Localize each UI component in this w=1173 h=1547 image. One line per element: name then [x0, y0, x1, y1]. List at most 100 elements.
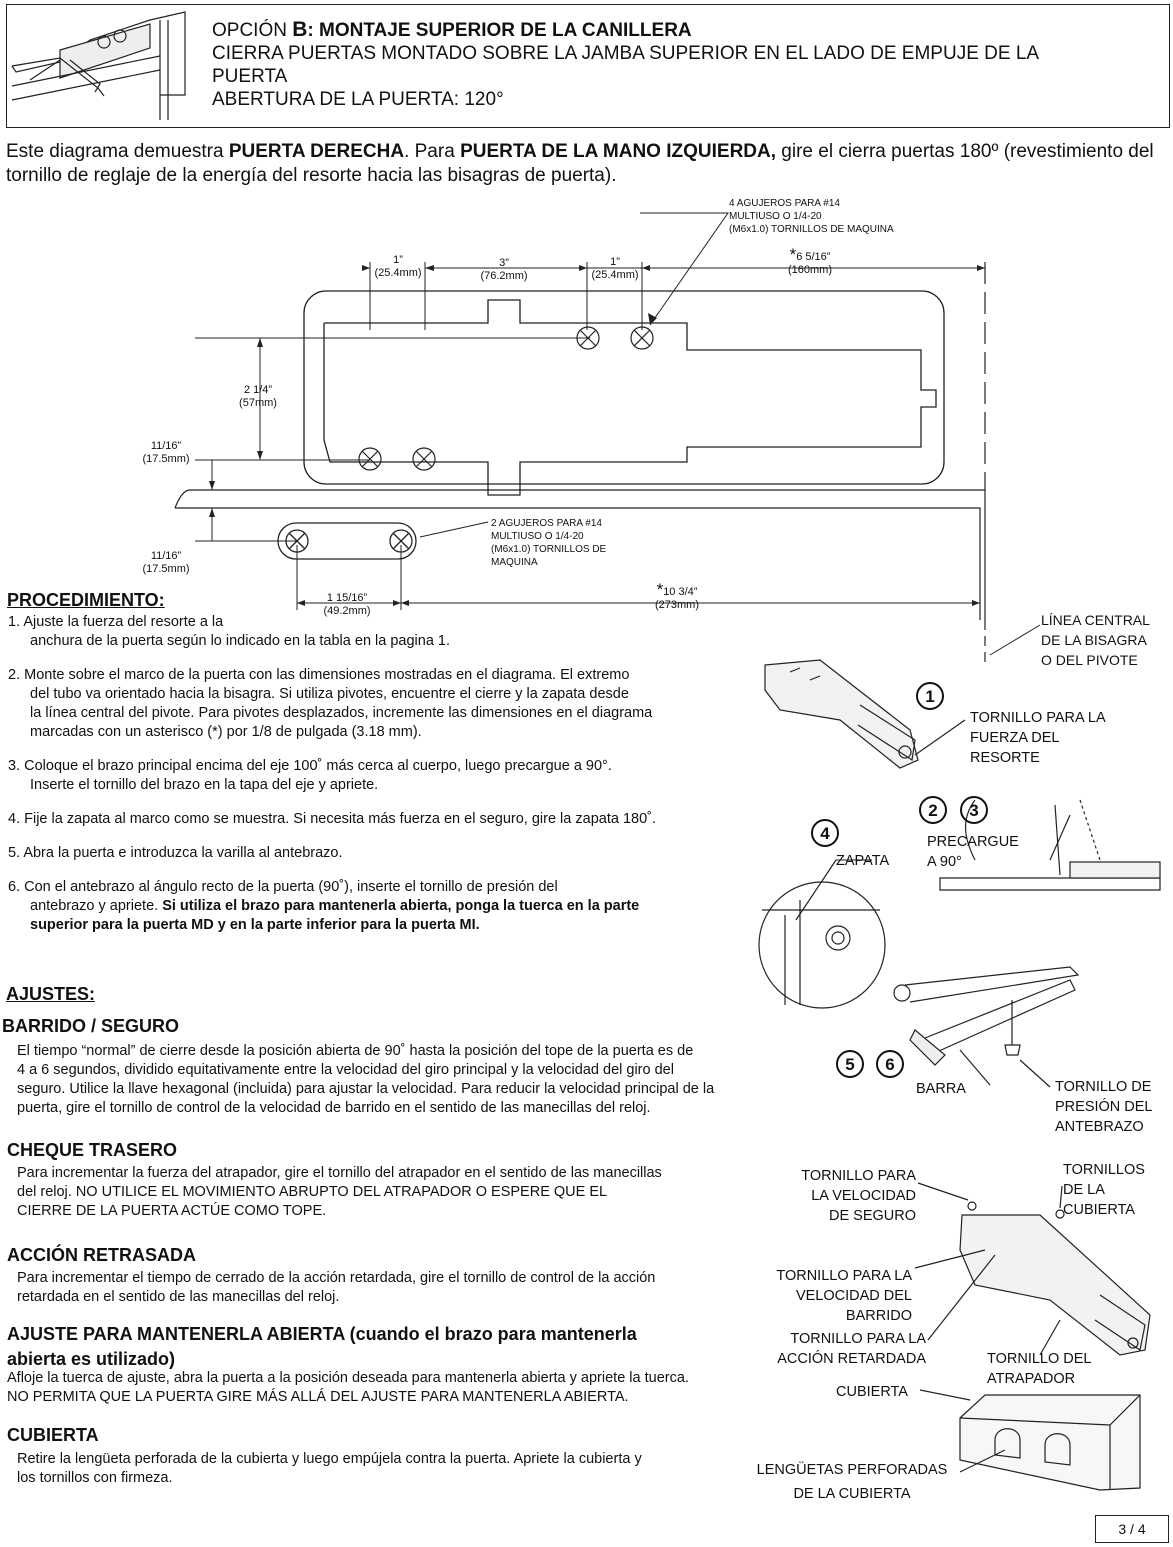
- dim-value: 2 1/4”: [243, 384, 273, 396]
- dim-value: 6 5/16”: [796, 251, 831, 263]
- note-bottom-line: (M6x1.0) TORNILLOS DE: [491, 544, 607, 555]
- label-line: A 90°: [927, 854, 962, 870]
- template-outline: [303, 290, 945, 496]
- step-2-line: 2. Monte sobre el marco de la puerta con…: [8, 667, 630, 683]
- body-line: del reloj. NO UTILICE EL MOVIMIENTO ABRU…: [17, 1184, 608, 1200]
- asterisk: *: [789, 245, 797, 264]
- asterisk: *: [656, 580, 664, 599]
- step-3-line: Inserte el tornillo del brazo en la tapa…: [30, 777, 379, 793]
- body-line: 4 a 6 segundos, dividido equitativamente…: [17, 1062, 674, 1078]
- dim-11-16in-top: 11/16”(17.5mm): [136, 440, 196, 466]
- option-letter: B: [292, 18, 308, 41]
- header-closer-illustration: [11, 11, 186, 120]
- label-line: ANTEBRAZO: [1055, 1119, 1144, 1135]
- header-line-4: ABERTURA DE LA PUERTA: 120°: [212, 89, 504, 110]
- label-delayed-action: TORNILLO PARA LA ACCIÓN RETARDADA: [752, 1329, 926, 1369]
- dim-3in: 3”(76.2mm): [472, 257, 536, 283]
- label-line: LA VELOCIDAD: [811, 1188, 916, 1204]
- label-cover: CUBIERTA: [836, 1384, 908, 1400]
- note-top-line: 4 AGUJEROS PARA #14: [729, 198, 840, 209]
- dim-value: 1”: [393, 254, 403, 266]
- note-bottom-line: MAQUINA: [491, 557, 538, 568]
- intro-paragraph: Este diagrama demuestra PUERTA DERECHA. …: [6, 140, 1156, 188]
- label-line: TORNILLO PARA LA: [776, 1268, 912, 1284]
- label-line: TORNILLO PARA: [801, 1168, 916, 1184]
- note-two-holes: 2 AGUJEROS PARA #14 MULTIUSO O 1/4-20 (M…: [491, 517, 606, 569]
- step-2-line: marcadas con un asterisco (*) por 1/8 de…: [30, 724, 422, 740]
- dim-11-16in-bottom: 11/16”(17.5mm): [136, 550, 196, 576]
- delay-body: Para incrementar el tiempo de cerrado de…: [17, 1269, 777, 1307]
- centerline-line: DE LA BISAGRA: [1041, 632, 1147, 648]
- option-prefix: OPCIÓN: [212, 20, 293, 41]
- dim-value: (160mm): [787, 264, 832, 276]
- option-title: : MONTAJE SUPERIOR DE LA CANILLERA: [307, 20, 692, 41]
- step-number-5: 5: [836, 1050, 864, 1078]
- label-latch-speed: TORNILLO PARA LA VELOCIDAD DE SEGURO: [780, 1166, 916, 1226]
- dim-value: (273mm): [654, 599, 699, 611]
- label-line: DE LA CUBIERTA: [793, 1486, 911, 1502]
- label-line: ATRAPADOR: [987, 1371, 1076, 1387]
- dim-value: 1”: [610, 256, 620, 268]
- shoe-slot: [277, 522, 417, 560]
- dim-value: 1 15/16”: [326, 592, 368, 604]
- dim-6-5-16in: *6 5/16”(160mm): [774, 245, 846, 277]
- header-title-block: OPCIÓN B: MONTAJE SUPERIOR DE LA CANILLE…: [212, 18, 1039, 111]
- step-number-2: 2: [919, 796, 947, 824]
- procedure-steps: 1. Ajuste la fuerza del resorte a la anc…: [8, 613, 768, 935]
- dim-1-15-16in: 1 15/16”(49.2mm): [316, 592, 378, 618]
- dim-value: (57mm): [239, 397, 277, 409]
- fig1-closer-body: [764, 659, 966, 769]
- dimension-arrowheads: [209, 265, 985, 606]
- header-line-3: PUERTA: [212, 66, 288, 87]
- intro-text-1: Este diagrama demuestra: [6, 141, 229, 162]
- intro-bold-right-door: PUERTA DERECHA: [228, 141, 405, 162]
- step-6-bold: superior para la puerta MD y en la parte…: [30, 917, 480, 933]
- backcheck-body: Para incrementar la fuerza del atrapador…: [17, 1164, 777, 1221]
- body-line: los tornillos con firmeza.: [17, 1470, 173, 1486]
- dim-value: 11/16”: [150, 440, 182, 452]
- centerline-label: LÍNEA CENTRAL DE LA BISAGRA O DEL PIVOTE: [1041, 610, 1150, 670]
- note-bottom-line: 2 AGUJEROS PARA #14: [491, 518, 602, 529]
- header-line-2: CIERRA PUERTAS MONTADO SOBRE LA JAMBA SU…: [212, 43, 1040, 64]
- heading-line: AJUSTE PARA MANTENERLA ABIERTA (cuando e…: [7, 1324, 637, 1344]
- dim-value: (49.2mm): [323, 605, 371, 617]
- centerline-line: LÍNEA CENTRAL: [1041, 612, 1150, 628]
- adjustments-title: AJUSTES:: [6, 984, 96, 1004]
- body-line: Afloje la tuerca de ajuste, abra la puer…: [7, 1370, 689, 1386]
- step-1-line: 1. Ajuste la fuerza del resorte a la: [8, 614, 224, 630]
- fig4-shoe-detail: [758, 859, 886, 1009]
- dim-value: (76.2mm): [480, 270, 528, 282]
- body-line: Para incrementar el tiempo de cerrado de…: [17, 1270, 656, 1286]
- label-line: FUERZA DEL: [970, 730, 1060, 746]
- label-line: BARRIDO: [845, 1308, 912, 1324]
- step-number-4: 4: [811, 819, 839, 847]
- label-line: DE SEGURO: [828, 1208, 916, 1224]
- step-5: 5. Abra la puerta e introduzca la varill…: [8, 845, 343, 861]
- hold-open-body: Afloje la tuerca de ajuste, abra la puer…: [7, 1369, 807, 1407]
- step-number-6: 6: [876, 1050, 904, 1078]
- hold-open-heading: AJUSTE PARA MANTENERLA ABIERTA (cuando e…: [7, 1322, 637, 1372]
- label-line: ACCIÓN RETARDADA: [777, 1351, 926, 1367]
- step-number-1: 1: [916, 682, 944, 710]
- label-line: TORNILLO PARA LA: [790, 1331, 926, 1347]
- label-line: RESORTE: [970, 750, 1040, 766]
- intro-bold-left-door: PUERTA DE LA MANO IZQUIERDA,: [460, 141, 777, 162]
- step-2-line: la línea central del pivote. Para pivote…: [30, 705, 653, 721]
- dim-value: (25.4mm): [374, 267, 422, 279]
- sweep-latch-body: El tiempo “normal” de cierre desde la po…: [17, 1042, 837, 1118]
- cover-heading: CUBIERTA: [7, 1425, 99, 1445]
- dim-1in-right: 1”(25.4mm): [586, 256, 644, 282]
- note-top-line: (M6x1.0) TORNILLOS DE MAQUINA: [729, 224, 894, 235]
- dim-value: 11/16”: [150, 550, 182, 562]
- step-3-line: 3. Coloque el brazo principal encima del…: [8, 758, 612, 774]
- note-top-line: MULTIUSO O 1/4-20: [729, 211, 822, 222]
- label-shoe: ZAPATA: [836, 853, 890, 869]
- label-bar: BARRA: [916, 1081, 966, 1097]
- body-line: seguro. Utilice la llave hexagonal (incl…: [17, 1081, 715, 1097]
- dim-2-1-4in: 2 1/4”(57mm): [232, 384, 284, 410]
